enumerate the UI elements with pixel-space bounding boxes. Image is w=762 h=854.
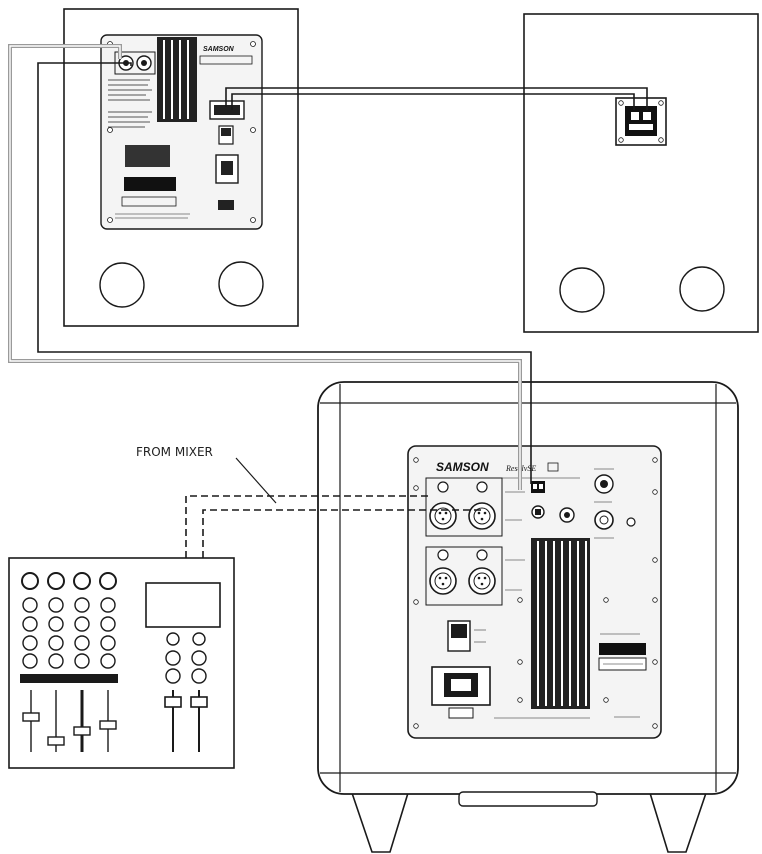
left-monitor-label-block: [124, 177, 176, 191]
subwoofer-fuse-holder: [448, 707, 474, 719]
subwoofer-led: [626, 517, 636, 527]
left-monitor-power-switch-rocker: [221, 128, 231, 136]
right-monitor-terminal-post-1: [631, 112, 639, 120]
subwoofer-power-switch-rocker: [451, 624, 467, 638]
right-monitor-input-terminal-block: [625, 106, 657, 136]
subwoofer-xlr-input-left: [429, 502, 457, 530]
mixer-master-faders: [164, 690, 208, 752]
subwoofer-left-foot: [351, 792, 409, 853]
mixer-channel-strip-bar: [20, 674, 118, 683]
left-monitor-power-socket-inlet: [221, 161, 233, 175]
mixer-display: [145, 582, 221, 628]
from-mixer-leader-line: [235, 457, 277, 504]
right-monitor: [523, 13, 759, 333]
right-monitor-terminal-label: [629, 124, 653, 130]
left-monitor-text-block: [108, 79, 152, 128]
left-monitor-brand: SAMSON: [203, 46, 235, 53]
subwoofer-input-labels: [505, 491, 525, 591]
left-monitor-control-block: [125, 145, 170, 167]
subwoofer-right-foot: [649, 792, 707, 853]
left-monitor-cabinet: [63, 8, 299, 327]
left-monitor-fine-print: [115, 213, 190, 219]
left-monitor-output-terminal-block: [214, 105, 240, 115]
right-monitor-port-right: [679, 266, 725, 312]
subwoofer-terminal-post-2: [539, 484, 543, 489]
subwoofer-output-jack-2: [476, 549, 488, 561]
subwoofer-power-labels: [474, 629, 486, 643]
subwoofer-output-jack-1: [437, 549, 449, 561]
mixer-knob-grid: [21, 572, 117, 669]
subwoofer-spec-label: [599, 643, 646, 655]
left-monitor-heatsink: [157, 37, 197, 122]
from-mixer-label: FROM MIXER: [136, 445, 213, 459]
right-monitor-terminal-post-2: [643, 112, 651, 120]
right-monitor-cabinet: [523, 13, 759, 333]
cable-mixer-to-subwoofer-dashed: [185, 495, 482, 558]
cable-left-monitor-to-subwoofer-gray: [8, 44, 522, 490]
subwoofer-control-labels: [594, 468, 614, 539]
subwoofer-trs-jack-core: [535, 509, 541, 515]
subwoofer-xlr-output-left: [429, 567, 457, 595]
right-monitor-port-left: [559, 267, 605, 313]
subwoofer-spec-text: [600, 633, 643, 665]
subwoofer-output-group: [425, 546, 503, 606]
left-monitor-jack-2-pin: [141, 60, 147, 66]
subwoofer-power-socket-pins: [451, 679, 471, 691]
subwoofer-terminal-post-1: [533, 484, 537, 489]
left-monitor-port-right: [218, 261, 264, 307]
right-monitor-terminal-screws: [618, 100, 664, 143]
subwoofer-xlr-output-right: [468, 567, 496, 595]
subwoofer-input-group: [425, 477, 503, 537]
left-monitor-warning-label: [121, 196, 177, 207]
mixer-channel-faders: [22, 690, 117, 752]
subwoofer-panel-screws: [413, 457, 658, 729]
subwoofer: SAMSON ResolvSE: [317, 381, 739, 853]
subwoofer-footswitch-jack-ring: [599, 515, 609, 525]
left-monitor-selector-switch: [218, 200, 234, 210]
subwoofer-brand: SAMSON: [436, 460, 489, 474]
subwoofer-xlr-input-right: [468, 502, 496, 530]
mixer-body: [8, 557, 235, 769]
subwoofer-gain-knob-cap: [564, 512, 570, 518]
cable-left-monitor-to-right-monitor: [225, 87, 648, 110]
left-monitor-model-badge: [199, 55, 253, 65]
left-monitor: SAMSON: [63, 8, 299, 327]
subwoofer-input-jack-1: [437, 481, 449, 493]
subwoofer-input-jack-2: [476, 481, 488, 493]
subwoofer-heatsink: [531, 538, 590, 709]
subwoofer-frequency-knob-cap: [600, 480, 608, 488]
left-monitor-port-left: [99, 262, 145, 308]
subwoofer-handle: [458, 791, 598, 807]
cable-left-monitor-to-subwoofer: [37, 62, 532, 484]
mixer-master-knobs: [165, 632, 207, 684]
mixer: [8, 557, 235, 769]
subwoofer-fine-print: [494, 716, 640, 719]
subwoofer-model-badge-frame: [547, 462, 559, 472]
